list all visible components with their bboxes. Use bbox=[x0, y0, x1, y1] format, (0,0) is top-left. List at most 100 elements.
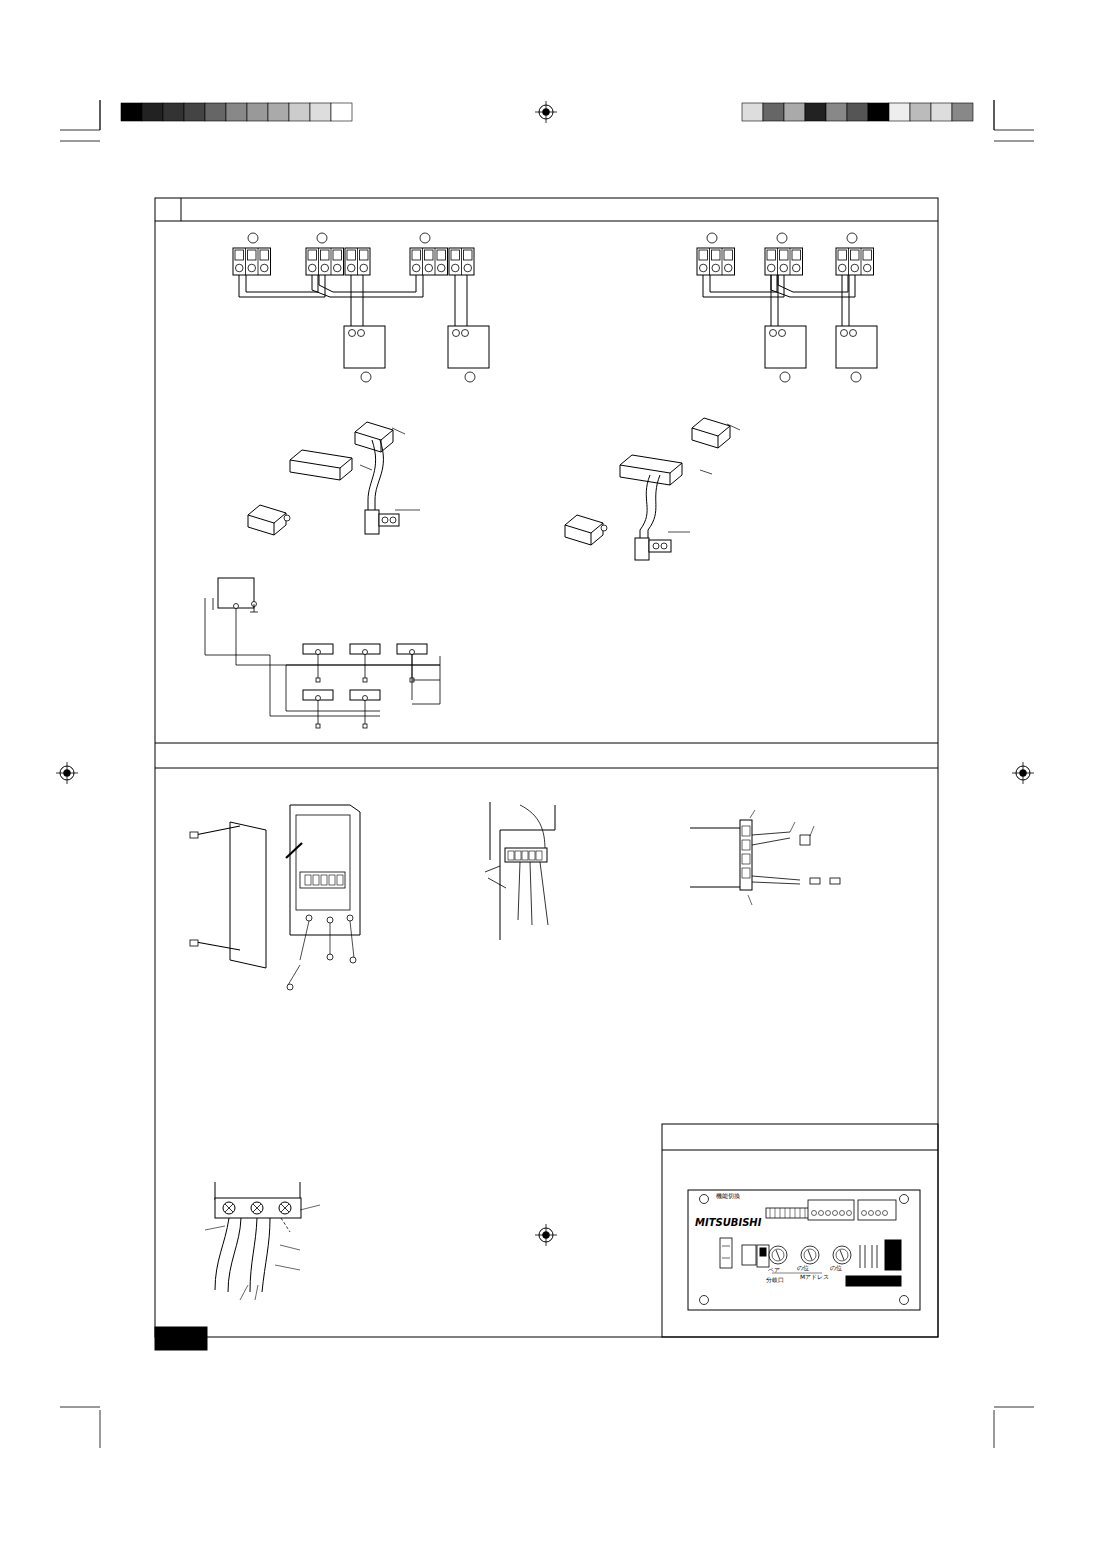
circle-mark bbox=[700, 1195, 709, 1204]
wire-line bbox=[461, 248, 462, 275]
outline-rect bbox=[321, 250, 330, 260]
circle-mark bbox=[248, 233, 258, 243]
outline-rect bbox=[121, 103, 142, 121]
wire-line bbox=[752, 832, 800, 884]
wire-line bbox=[565, 523, 603, 545]
wire-line bbox=[318, 700, 319, 724]
outline-rect bbox=[662, 1124, 938, 1337]
outline-rect bbox=[363, 678, 367, 682]
wire-line bbox=[288, 921, 354, 985]
wire-line bbox=[215, 1218, 241, 1292]
circle-mark bbox=[767, 264, 775, 272]
panel-label: 機能切換 bbox=[716, 1193, 740, 1199]
circle-mark bbox=[465, 372, 475, 382]
circle-mark bbox=[287, 984, 293, 990]
circle-mark bbox=[363, 650, 368, 655]
outline-rect bbox=[699, 250, 708, 260]
outline-rect bbox=[316, 724, 320, 728]
wire-line bbox=[620, 463, 682, 485]
circle-mark bbox=[833, 1211, 838, 1216]
wire-line bbox=[790, 248, 791, 275]
outline-rect bbox=[365, 510, 379, 534]
wire-line bbox=[318, 248, 319, 275]
outline-rect bbox=[885, 1240, 901, 1270]
wire-line bbox=[690, 828, 742, 887]
outline-rect bbox=[830, 878, 840, 884]
wire-line bbox=[860, 1245, 877, 1268]
outline-rect bbox=[248, 250, 257, 260]
outline-rect bbox=[360, 250, 369, 260]
circle-mark bbox=[724, 264, 732, 272]
circle-mark bbox=[251, 1202, 263, 1214]
outline-rect bbox=[851, 250, 860, 260]
wire-line bbox=[722, 248, 723, 275]
wire-line bbox=[155, 198, 938, 221]
outline-rect bbox=[765, 326, 806, 368]
circle-mark bbox=[453, 330, 460, 337]
circle-mark bbox=[900, 1195, 909, 1204]
circle-mark bbox=[284, 515, 290, 521]
wire-line bbox=[351, 275, 467, 326]
outline-rect bbox=[515, 851, 521, 860]
outline-rect bbox=[836, 248, 874, 275]
circle-mark bbox=[833, 1246, 851, 1264]
circle-mark bbox=[838, 264, 846, 272]
outline-rect bbox=[800, 835, 810, 845]
circle-mark bbox=[420, 233, 430, 243]
outline-rect bbox=[306, 248, 344, 275]
circle-mark bbox=[412, 264, 420, 272]
panel-label: の位 bbox=[797, 1265, 809, 1271]
wire-line bbox=[253, 1204, 261, 1212]
wire-line bbox=[312, 275, 423, 297]
wire-line bbox=[1012, 762, 1034, 784]
wire-line bbox=[662, 1150, 938, 1151]
outline-rect bbox=[688, 1190, 920, 1310]
wire-line bbox=[861, 248, 862, 275]
circle-mark bbox=[804, 1249, 816, 1261]
outline-rect bbox=[379, 514, 399, 526]
wire-line bbox=[365, 700, 366, 724]
wire-line bbox=[245, 248, 246, 275]
wire-line bbox=[60, 100, 100, 130]
panel-label: ペア bbox=[768, 1267, 780, 1273]
circle-mark bbox=[327, 954, 333, 960]
outline-rect bbox=[350, 690, 380, 700]
circle-mark bbox=[700, 1296, 709, 1305]
circle-mark bbox=[358, 330, 365, 337]
circle-mark bbox=[363, 696, 368, 701]
circle-mark bbox=[840, 1211, 845, 1216]
outline-rect bbox=[410, 248, 448, 275]
wire-line bbox=[800, 1208, 801, 1218]
wire-line bbox=[692, 418, 730, 436]
outline-rect bbox=[724, 250, 733, 260]
outline-rect bbox=[215, 1198, 301, 1218]
wire-line bbox=[355, 422, 393, 440]
outline-rect bbox=[205, 103, 226, 121]
wire-line bbox=[60, 100, 1034, 141]
circle-mark bbox=[883, 1211, 888, 1216]
wire-line bbox=[435, 248, 436, 275]
circle-mark bbox=[779, 330, 786, 337]
circle-mark bbox=[316, 650, 321, 655]
panel-label: Mアドレス bbox=[800, 1274, 829, 1280]
wire-line bbox=[748, 810, 814, 905]
wire-line bbox=[205, 598, 440, 716]
circle-mark bbox=[464, 264, 472, 272]
outline-rect bbox=[536, 851, 542, 860]
outline-rect bbox=[464, 250, 473, 260]
wire-line bbox=[994, 100, 1034, 130]
wire-line bbox=[485, 862, 548, 925]
wire-line bbox=[795, 1208, 796, 1218]
wire-line bbox=[230, 822, 266, 968]
outline-rect bbox=[742, 103, 763, 121]
outline-rect bbox=[184, 103, 205, 121]
circle-mark bbox=[772, 1249, 784, 1261]
outline-rect bbox=[836, 326, 877, 368]
wire-line bbox=[205, 1205, 320, 1300]
wire-line bbox=[365, 654, 366, 678]
wire-line bbox=[775, 1208, 776, 1218]
wire-line bbox=[785, 1208, 786, 1218]
circle-mark bbox=[869, 1211, 874, 1216]
outline-rect bbox=[437, 250, 446, 260]
outline-rect bbox=[505, 848, 547, 862]
